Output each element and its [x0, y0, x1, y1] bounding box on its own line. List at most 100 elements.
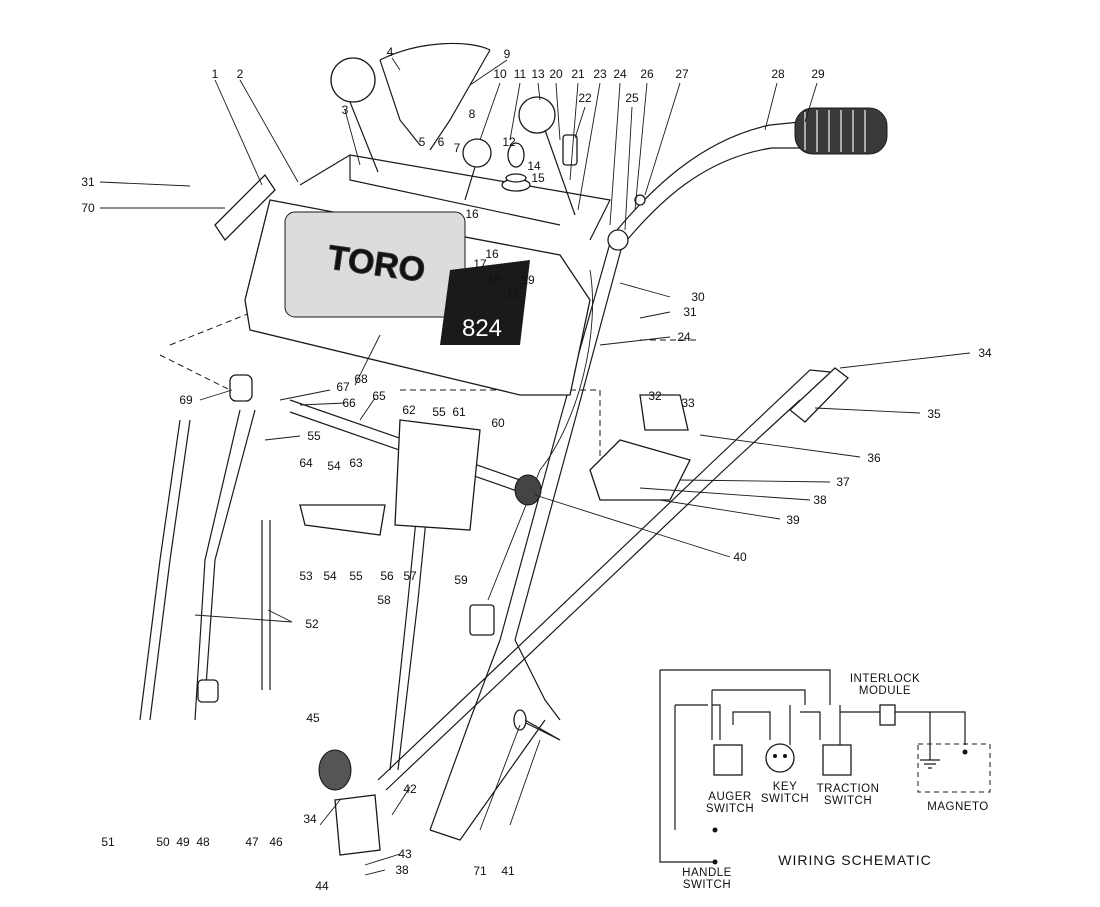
callout-13: 13: [531, 67, 545, 81]
callout-37: 37: [836, 475, 850, 489]
callout-7: 7: [454, 141, 461, 155]
callout-24b: 24: [677, 330, 691, 344]
callout-32: 32: [648, 389, 662, 403]
callout-10: 10: [493, 67, 507, 81]
callout-20: 20: [549, 67, 563, 81]
callout-22: 22: [578, 91, 592, 105]
callout-66: 66: [342, 396, 356, 410]
callout-3: 3: [342, 103, 349, 117]
callout-60: 60: [491, 416, 505, 430]
callout-61: 61: [452, 405, 466, 419]
callout-16c: 16: [465, 207, 479, 221]
callout-69: 69: [179, 393, 193, 407]
callout-38b: 38: [395, 863, 409, 877]
callout-34a: 34: [978, 346, 992, 360]
callout-1: 1: [212, 67, 219, 81]
callout-53: 53: [299, 569, 313, 583]
callout-65: 65: [372, 389, 386, 403]
callout-4: 4: [387, 45, 394, 59]
traction-switch-symbol: [822, 744, 852, 776]
callout-70: 70: [81, 201, 95, 215]
callout-71: 71: [473, 864, 487, 878]
callout-18: 18: [487, 273, 501, 287]
callout-62: 62: [402, 403, 416, 417]
callout-6: 6: [438, 135, 445, 149]
key-switch-symbol: [765, 743, 795, 773]
callout-9: 9: [504, 47, 511, 61]
magneto-label: MAGNETO: [927, 801, 988, 813]
auger-switch-symbol: [713, 744, 743, 776]
callout-51: 51: [101, 835, 115, 849]
part-callouts: 1 2 3 4 5 6 7 8 9 10 11 12 13 14 15 16 1…: [81, 45, 992, 893]
magneto-symbol: [917, 743, 991, 793]
control-panel: TORO 824: [244, 42, 611, 396]
callout-49: 49: [176, 835, 190, 849]
callout-46: 46: [269, 835, 283, 849]
callout-57: 57: [403, 569, 417, 583]
callout-14: 14: [527, 159, 541, 173]
callout-63: 63: [349, 456, 363, 470]
callout-12: 12: [502, 135, 516, 149]
interlock-module-symbol: [879, 704, 896, 726]
handle-frame: [139, 121, 831, 841]
callout-11: 11: [514, 67, 527, 81]
callout-34b: 34: [303, 812, 317, 826]
callout-64: 64: [299, 456, 313, 470]
callout-56: 56: [380, 569, 394, 583]
callout-42: 42: [403, 782, 417, 796]
callout-68: 68: [354, 372, 368, 386]
callout-55a: 55: [307, 429, 321, 443]
callout-35: 35: [927, 407, 941, 421]
callout-52: 52: [305, 617, 319, 631]
callout-30: 30: [691, 290, 705, 304]
lever-knob-13: [518, 96, 556, 134]
callout-8: 8: [469, 107, 476, 121]
callout-40: 40: [733, 550, 747, 564]
callout-27: 27: [675, 67, 689, 81]
callout-31a: 31: [81, 175, 95, 189]
callout-16b: 16: [506, 287, 520, 301]
callout-54a: 54: [327, 459, 341, 473]
callout-50: 50: [156, 835, 170, 849]
callout-5: 5: [419, 135, 426, 149]
model-badge: 824: [462, 315, 502, 342]
leader-lines: [99, 57, 971, 876]
callout-39: 39: [786, 513, 800, 527]
callout-19: 19: [521, 273, 535, 287]
callout-33: 33: [681, 396, 695, 410]
callout-21: 21: [571, 67, 585, 81]
callout-15: 15: [531, 171, 545, 185]
callout-38a: 38: [813, 493, 827, 507]
callout-44: 44: [315, 879, 329, 893]
callout-43: 43: [398, 847, 412, 861]
lever-knobs: [197, 57, 888, 856]
callout-17: 17: [473, 257, 487, 271]
callout-16a: 16: [485, 247, 499, 261]
callout-2: 2: [237, 67, 244, 81]
callout-55b: 55: [432, 405, 446, 419]
callout-54b: 54: [323, 569, 337, 583]
lever-knob-10: [462, 138, 492, 168]
callout-28: 28: [771, 67, 785, 81]
callout-31b: 31: [683, 305, 697, 319]
callout-23: 23: [593, 67, 607, 81]
callout-58: 58: [377, 593, 391, 607]
callout-55c: 55: [349, 569, 363, 583]
callout-29: 29: [811, 67, 825, 81]
callout-67: 67: [336, 380, 350, 394]
callout-59: 59: [454, 573, 468, 587]
callout-48: 48: [196, 835, 210, 849]
callout-45: 45: [306, 711, 320, 725]
callout-25: 25: [625, 91, 639, 105]
lever-knob-3: [330, 57, 376, 103]
callout-26: 26: [640, 67, 654, 81]
callout-47: 47: [245, 835, 259, 849]
callout-36: 36: [867, 451, 881, 465]
